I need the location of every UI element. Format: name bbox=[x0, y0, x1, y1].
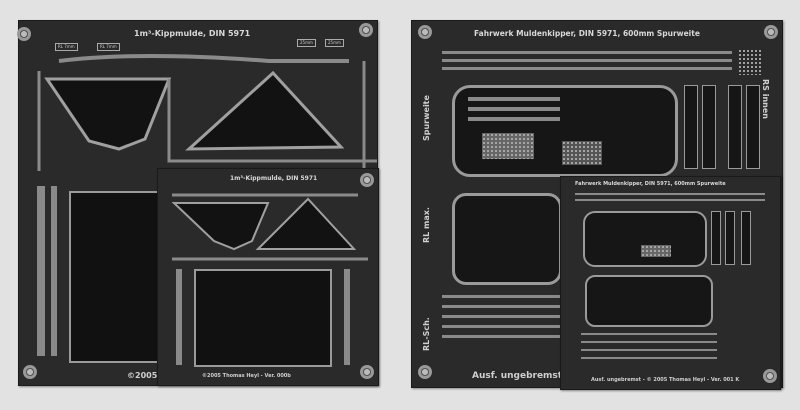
corner-rosette bbox=[360, 173, 374, 187]
vertical-slot bbox=[728, 85, 742, 169]
corner-rosette bbox=[418, 365, 432, 379]
left-inset-sheet: 1m³-Kippmulde, DIN 5971 ©2005 Thomas Hey… bbox=[157, 168, 379, 386]
rivet-grid bbox=[738, 49, 762, 75]
sheet-footer: ©2005 T bbox=[127, 371, 166, 380]
corner-rosette bbox=[17, 27, 31, 41]
side-label-rs-innen: RS innen bbox=[761, 79, 770, 119]
inset-title: Fahrwerk Muldenkipper, DIN 5971, 600mm S… bbox=[575, 181, 726, 187]
corner-rosette bbox=[764, 25, 778, 39]
inset-title: 1m³-Kippmulde, DIN 5971 bbox=[230, 175, 318, 182]
frame-strip bbox=[37, 186, 45, 356]
side-label-rl-sch: RL-Sch. bbox=[422, 317, 431, 351]
long-strip bbox=[442, 51, 732, 54]
long-strip bbox=[442, 67, 732, 70]
vertical-slot bbox=[746, 85, 760, 169]
grille-mesh bbox=[562, 141, 602, 165]
bottom-strip bbox=[581, 341, 717, 343]
bottom-strip bbox=[581, 333, 717, 335]
bottom-strip bbox=[442, 325, 562, 328]
bottom-strip bbox=[442, 295, 562, 298]
vertical-slot bbox=[711, 211, 721, 265]
part-tag: 25mm bbox=[325, 39, 344, 47]
part-tag: RL 7mm bbox=[55, 43, 78, 51]
chassis-bar bbox=[468, 97, 560, 101]
hopper-parts-drawing bbox=[37, 54, 377, 171]
side-label-spurweite: Spurweite bbox=[422, 95, 431, 141]
inset-lower-frame bbox=[585, 275, 713, 327]
vertical-slot bbox=[741, 211, 751, 265]
grille-mesh bbox=[641, 245, 671, 257]
vertical-slot bbox=[702, 85, 716, 169]
corner-rosette bbox=[360, 365, 374, 379]
sheet-title: Fahrwerk Muldenkipper, DIN 5971, 600mm S… bbox=[474, 29, 700, 38]
vertical-slot bbox=[684, 85, 698, 169]
vertical-slot bbox=[725, 211, 735, 265]
inset-chassis-frame bbox=[583, 211, 707, 267]
long-strip bbox=[575, 193, 765, 195]
bottom-strip bbox=[442, 305, 562, 308]
side-label-rl-max: RL max. bbox=[422, 207, 431, 243]
right-inset-sheet: Fahrwerk Muldenkipper, DIN 5971, 600mm S… bbox=[560, 176, 781, 390]
frame-strip bbox=[176, 269, 182, 365]
bottom-strip bbox=[442, 335, 562, 338]
chassis-bar bbox=[468, 107, 560, 111]
corner-rosette bbox=[23, 365, 37, 379]
inset-footer: Ausf. ungebremst - © 2005 Thomas Heyl - … bbox=[591, 377, 740, 383]
part-tag: RL 7mm bbox=[97, 43, 120, 51]
sheet-title: 1m³-Kippmulde, DIN 5971 bbox=[134, 29, 251, 38]
sheet-footer: Ausf. ungebremst bbox=[472, 371, 563, 381]
chassis-bar bbox=[468, 117, 560, 121]
corner-rosette bbox=[763, 369, 777, 383]
corner-rosette bbox=[418, 25, 432, 39]
bottom-strip bbox=[442, 315, 562, 318]
grille-mesh bbox=[482, 133, 534, 159]
long-strip bbox=[442, 59, 732, 62]
long-strip bbox=[575, 199, 765, 201]
inset-footer: ©2005 Thomas Heyl - Ver. 000b bbox=[202, 373, 291, 379]
bottom-strip bbox=[581, 357, 717, 359]
frame-strip bbox=[344, 269, 350, 365]
inset-side-panel bbox=[194, 269, 332, 367]
frame-strip bbox=[51, 186, 57, 356]
lower-frame bbox=[452, 193, 562, 285]
bottom-strip bbox=[581, 349, 717, 351]
inset-hopper-parts bbox=[171, 193, 368, 261]
part-tag: 25mm bbox=[297, 39, 316, 47]
hopper-side-panel bbox=[69, 191, 159, 363]
corner-rosette bbox=[359, 23, 373, 37]
